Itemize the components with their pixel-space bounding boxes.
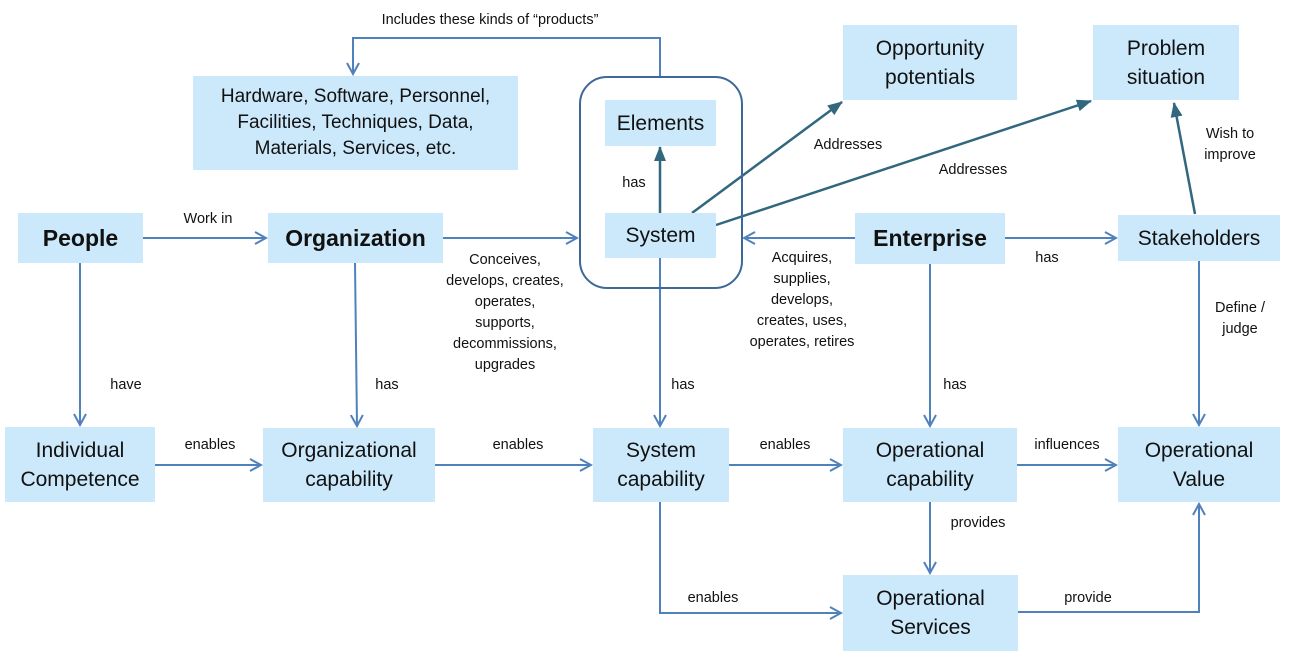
label-provide: provide [1064, 590, 1112, 606]
label-includes-products: Includes these kinds of “products” [381, 12, 599, 28]
label-enables-oc: enables [492, 437, 544, 453]
label-have: have [110, 377, 142, 393]
node-problem-situation: Problem situation [1093, 25, 1239, 100]
edge-org-has [355, 262, 357, 426]
system-group-container [579, 76, 743, 289]
label-addresses-problem: Addresses [938, 162, 1008, 178]
label-enterprise-has: has [943, 377, 967, 393]
node-operational-value: Operational Value [1118, 427, 1280, 502]
label-provides: provides [950, 515, 1006, 531]
label-conceives: Conceives, develops, creates, operates, … [446, 252, 564, 373]
label-influences: influences [1034, 437, 1100, 453]
label-enables-sc: enables [759, 437, 811, 453]
label-system-has: has [671, 377, 695, 393]
edge-wish-to-improve [1170, 102, 1197, 215]
label-wish-to-improve: Wish to improve [1204, 126, 1256, 163]
node-operational-capability: Operational capability [843, 428, 1017, 502]
node-system-capability: System capability [593, 428, 729, 502]
node-organization: Organization [268, 213, 443, 263]
edge-provide [1018, 504, 1199, 613]
node-opportunity-potentials: Opportunity potentials [843, 25, 1017, 100]
node-individual-competence: Individual Competence [5, 427, 155, 502]
label-enables-ic: enables [184, 437, 236, 453]
label-work-in: Work in [183, 211, 233, 227]
edge-enables-services [659, 502, 841, 613]
label-enterprise-has-stakeholders: has [1035, 250, 1059, 266]
node-operational-services: Operational Services [843, 575, 1018, 651]
label-define-judge: Define / judge [1215, 300, 1265, 337]
node-elements: Elements [605, 100, 716, 146]
node-organizational-capability: Organizational capability [263, 428, 435, 502]
label-org-has: has [375, 377, 399, 393]
node-stakeholders: Stakeholders [1118, 215, 1280, 261]
edge-includes-products [353, 37, 661, 76]
label-enables-services: enables [687, 590, 739, 606]
edge-addresses-opportunity [691, 100, 843, 215]
label-system-has-elements: has [622, 175, 646, 191]
node-people: People [18, 213, 143, 263]
node-system: System [605, 213, 716, 258]
node-enterprise: Enterprise [855, 213, 1005, 264]
label-addresses-opportunity: Addresses [813, 137, 883, 153]
edge-addresses-problem [715, 99, 1092, 227]
node-products: Hardware, Software, Personnel, Facilitie… [193, 76, 518, 170]
label-acquires: Acquires, supplies, develops, creates, u… [749, 250, 855, 350]
